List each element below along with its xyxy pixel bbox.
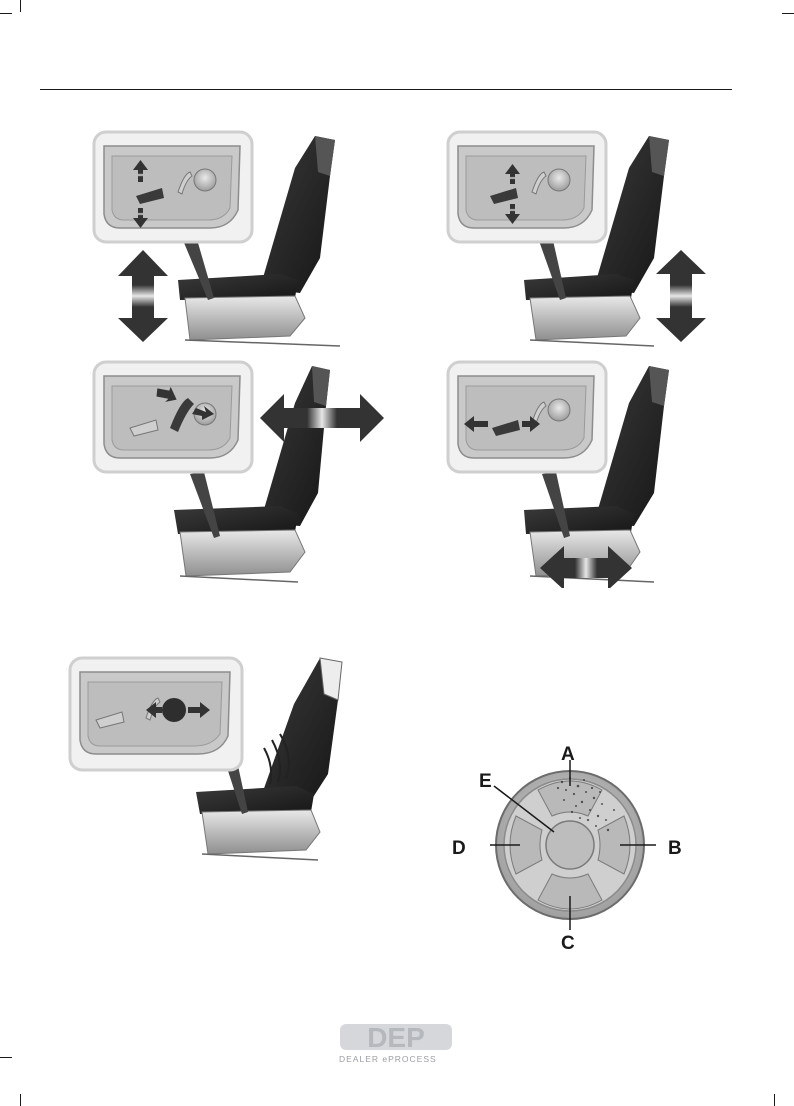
arrow-vertical-icon <box>656 250 706 342</box>
figure-seat-front-height <box>90 128 370 348</box>
crop-mark-top-right <box>782 13 794 14</box>
dial-center-button <box>546 821 594 869</box>
label-e: E <box>479 771 492 793</box>
dep-logo-text: DEP <box>367 1022 425 1053</box>
header-rule <box>40 89 732 90</box>
crop-mark-bottom-right-v <box>774 1094 775 1106</box>
seat-base <box>185 296 305 340</box>
arrow-vertical-icon <box>118 250 168 342</box>
crop-mark-bottom-left <box>0 1057 12 1058</box>
label-d: D <box>452 838 466 860</box>
figure-seat-fore-aft <box>444 358 724 588</box>
figure-seat-backrest-recline <box>90 358 390 586</box>
figure-seat-rear-height <box>444 128 724 348</box>
crop-mark-bottom-left-v <box>20 1094 21 1106</box>
label-b: B <box>668 838 682 860</box>
label-a: A <box>561 744 575 766</box>
label-c: C <box>561 933 575 955</box>
arrow-up-icon <box>138 168 143 182</box>
control-dial-diagram <box>490 760 660 930</box>
crop-mark-top-left <box>0 13 12 14</box>
figure-seat-massage <box>66 654 356 864</box>
crop-mark-top-left-v <box>20 0 21 12</box>
dep-logo-subtitle: DEALER ePROCESS <box>339 1054 437 1064</box>
